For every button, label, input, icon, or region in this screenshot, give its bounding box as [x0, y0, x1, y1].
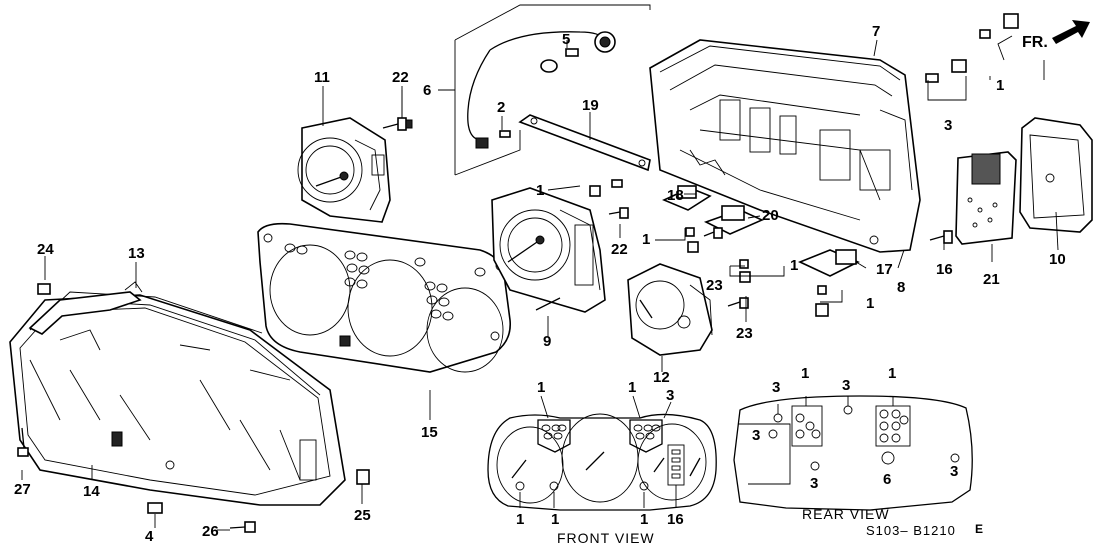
board-17-part — [797, 249, 860, 277]
callout-2: 2 — [497, 99, 505, 116]
visor-part — [28, 281, 143, 335]
callout-6: 6 — [423, 82, 431, 99]
rear-callout-3-e: 3 — [950, 463, 958, 480]
screws — [17, 207, 749, 533]
callout-19: 19 — [582, 97, 599, 114]
front-view-inset — [487, 395, 717, 511]
front-callout-1-c: 1 — [516, 511, 524, 528]
callout-18: 18 — [667, 187, 684, 204]
callout-1-b: 1 — [642, 231, 650, 248]
gauge-12-part — [627, 263, 713, 356]
callout-11: 11 — [314, 69, 330, 86]
callout-16: 16 — [936, 261, 953, 278]
callout-15: 15 — [421, 424, 438, 441]
rear-callout-1-b: 1 — [888, 365, 896, 382]
diagram-code: S103– B1210 — [866, 523, 956, 538]
callout-8: 8 — [897, 279, 905, 296]
callout-7: 7 — [872, 23, 880, 40]
rear-callout-3-b: 3 — [842, 377, 850, 394]
callout-26: 26 — [202, 523, 219, 540]
callout-1-c: 1 — [790, 257, 798, 274]
callout-21: 21 — [983, 271, 1000, 288]
front-callout-1-d: 1 — [551, 511, 559, 528]
callout-20: 20 — [762, 207, 779, 224]
rear-callout-3-a: 3 — [772, 379, 780, 396]
bulb-16-part — [929, 230, 953, 244]
front-callout-1-e: 1 — [640, 511, 648, 528]
callout-13: 13 — [128, 245, 145, 262]
rear-callout-3-c: 3 — [752, 427, 760, 444]
leader-lines — [21, 35, 1059, 531]
meter-panel-part — [257, 222, 512, 373]
bracket-19-part — [518, 114, 651, 172]
rear-view-inset — [733, 395, 973, 511]
callout-5: 5 — [562, 31, 570, 48]
callout-27: 27 — [14, 481, 31, 498]
front-view-caption: FRONT VIEW — [557, 530, 655, 546]
front-callout-16: 16 — [667, 511, 684, 528]
callout-25: 25 — [354, 507, 371, 524]
diagram-code-suffix: E — [975, 522, 983, 536]
bulb-sockets — [37, 13, 1019, 514]
front-callout-3: 3 — [666, 387, 674, 404]
callout-1-a: 1 — [536, 182, 544, 199]
callout-14: 14 — [83, 483, 100, 500]
gauge-11-part — [297, 117, 391, 223]
callouts: 6 11 22 5 2 19 7 1 18 20 1 22 23 1 17 8 … — [14, 23, 1066, 545]
callout-4: 4 — [145, 528, 154, 545]
callout-1-e: 1 — [866, 295, 874, 312]
callout-3-a: 3 — [944, 117, 952, 134]
callout-23-b: 23 — [736, 325, 753, 342]
callout-10: 10 — [1049, 251, 1066, 268]
callout-9: 9 — [543, 333, 551, 350]
front-callout-1-b: 1 — [628, 379, 636, 396]
callout-12: 12 — [653, 369, 670, 386]
circuit-board-21-part — [955, 151, 1017, 245]
callout-24: 24 — [37, 241, 54, 258]
callout-22-b: 22 — [611, 241, 628, 258]
printed-circuit-housing-part — [649, 39, 921, 253]
callout-17: 17 — [876, 261, 893, 278]
rear-cover-10-part — [1019, 117, 1093, 233]
rear-view-caption: REAR VIEW — [802, 506, 890, 522]
wire-harness-6-part — [454, 4, 651, 176]
gauge-9-part — [491, 187, 606, 313]
rear-callout-6: 6 — [883, 471, 891, 488]
callout-22: 22 — [392, 69, 409, 86]
screw-22-top — [382, 90, 413, 131]
board-18-part — [662, 185, 712, 211]
rear-callout-1-a: 1 — [801, 365, 809, 382]
fr-label: FR. — [1022, 34, 1048, 51]
front-direction-arrow: FR. — [1022, 20, 1090, 51]
front-callout-1-a: 1 — [537, 379, 545, 396]
rear-callout-3-d: 3 — [810, 475, 818, 492]
callout-1-d: 1 — [996, 77, 1004, 94]
callout-23-a: 23 — [706, 277, 723, 294]
